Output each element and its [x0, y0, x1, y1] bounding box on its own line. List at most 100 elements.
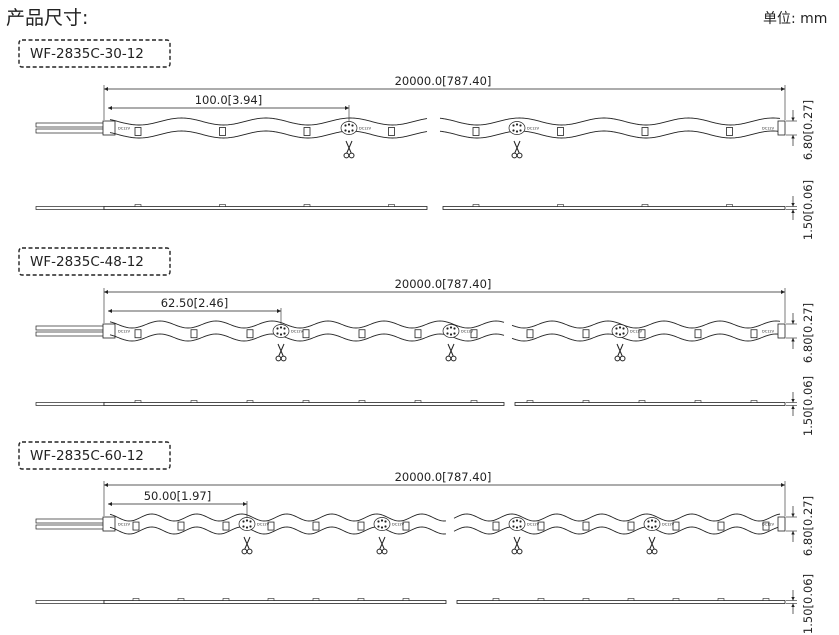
- width-label: 6.80[0.27]: [801, 100, 815, 160]
- width-label: 6.80[0.27]: [801, 303, 815, 363]
- led-chip: [470, 329, 478, 339]
- side-led: [134, 400, 142, 403]
- thickness-label: 1.50[0.06]: [801, 574, 815, 634]
- side-led: [492, 598, 500, 601]
- wire-red: [35, 518, 105, 524]
- side-led: [638, 400, 646, 403]
- side-led: [726, 204, 733, 207]
- cut-length-label: 62.50[2.46]: [161, 296, 229, 310]
- model-label: WF-2835C-60-12: [30, 448, 144, 464]
- scissors-icon: [241, 536, 253, 555]
- total-length-label: 20000.0[787.40]: [395, 74, 492, 88]
- model-box: [18, 441, 171, 470]
- strip-end-cap: [777, 323, 786, 339]
- led-chip: [246, 329, 254, 339]
- side-led: [472, 204, 480, 207]
- led-chip: [492, 521, 500, 531]
- led-chip: [641, 127, 649, 136]
- side-led: [557, 204, 564, 207]
- led-chip: [358, 329, 366, 339]
- strip-edge-bottom: [453, 526, 781, 535]
- side-led: [402, 598, 410, 601]
- led-chip: [357, 521, 365, 531]
- cut-length-label: 50.00[1.97]: [144, 489, 212, 503]
- side-led: [190, 400, 198, 403]
- led-chip: [638, 329, 646, 339]
- led-chip: [267, 521, 275, 531]
- connector-end: [102, 516, 116, 532]
- led-chip: [472, 127, 480, 136]
- variant-section-3: WF-2835C-60-1220000.0[787.40]50.00[1.97]…: [18, 441, 815, 634]
- side-led: [470, 400, 478, 403]
- led-chip: [190, 329, 198, 339]
- cut-pad: [611, 324, 629, 338]
- led-chip: [582, 329, 590, 339]
- led-chip: [312, 521, 320, 531]
- variant-section-2: WF-2835C-48-1220000.0[787.40]62.50[2.46]…: [18, 247, 815, 436]
- model-label: WF-2835C-48-12: [30, 254, 144, 270]
- led-chip: [414, 329, 422, 339]
- side-led: [219, 204, 226, 207]
- pcb-label: DC12V: [291, 330, 304, 334]
- led-chip: [402, 521, 410, 531]
- side-led: [267, 598, 275, 601]
- connector-end: [102, 323, 116, 339]
- led-chip: [134, 329, 142, 339]
- pcb-label: DC12V: [630, 330, 643, 334]
- led-chip: [222, 521, 230, 531]
- side-led: [222, 598, 230, 601]
- strip-end-cap: [777, 120, 786, 136]
- strip-edge-bottom: [109, 333, 505, 342]
- side-wire: [35, 206, 105, 210]
- strip-edge-bottom: [109, 130, 428, 139]
- wire-black: [35, 128, 105, 134]
- side-view-segment: [103, 402, 505, 406]
- led-chip: [537, 521, 545, 531]
- strip-edge-bottom: [511, 333, 781, 342]
- led-chip: [557, 127, 564, 136]
- side-led: [717, 598, 725, 601]
- led-chip: [627, 521, 635, 531]
- side-view-segment: [103, 206, 428, 210]
- side-led: [132, 598, 140, 601]
- scissors-icon: [376, 536, 388, 555]
- thickness-label: 1.50[0.06]: [801, 376, 815, 436]
- cut-pad: [373, 517, 391, 531]
- side-led: [358, 400, 366, 403]
- strip-edge-top: [511, 320, 781, 329]
- scissors-icon: [445, 343, 457, 362]
- pcb-label: DC12V: [392, 523, 405, 527]
- side-led: [302, 400, 310, 403]
- side-led: [627, 598, 635, 601]
- side-view-segment: [103, 600, 447, 604]
- side-led: [414, 400, 422, 403]
- thickness-label: 1.50[0.06]: [801, 180, 815, 240]
- pcb-label: DC12V: [461, 330, 474, 334]
- width-label: 6.80[0.27]: [801, 496, 815, 556]
- pcb-label: DC12V: [359, 127, 372, 131]
- side-led: [388, 204, 395, 207]
- pcb-label: DC12V: [118, 330, 131, 334]
- pcb-label: DC12V: [527, 127, 540, 131]
- side-led: [357, 598, 365, 601]
- wire-black: [35, 331, 105, 337]
- led-chip: [303, 127, 311, 136]
- strip-end-cap: [777, 516, 786, 532]
- pcb-label: DC12V: [257, 523, 270, 527]
- led-chip: [177, 521, 185, 531]
- side-view-segment: [514, 402, 786, 406]
- wire-black: [35, 524, 105, 530]
- pcb-label: DC12V: [762, 127, 775, 131]
- side-led: [312, 598, 320, 601]
- model-box: [18, 247, 171, 276]
- side-led: [641, 204, 649, 207]
- side-led: [303, 204, 311, 207]
- side-wire: [35, 600, 105, 604]
- side-led: [537, 598, 545, 601]
- side-led: [177, 598, 185, 601]
- pcb-label: DC12V: [118, 127, 131, 131]
- cut-pad: [340, 121, 358, 135]
- strip-edge-top: [109, 117, 428, 126]
- wire-red: [35, 325, 105, 331]
